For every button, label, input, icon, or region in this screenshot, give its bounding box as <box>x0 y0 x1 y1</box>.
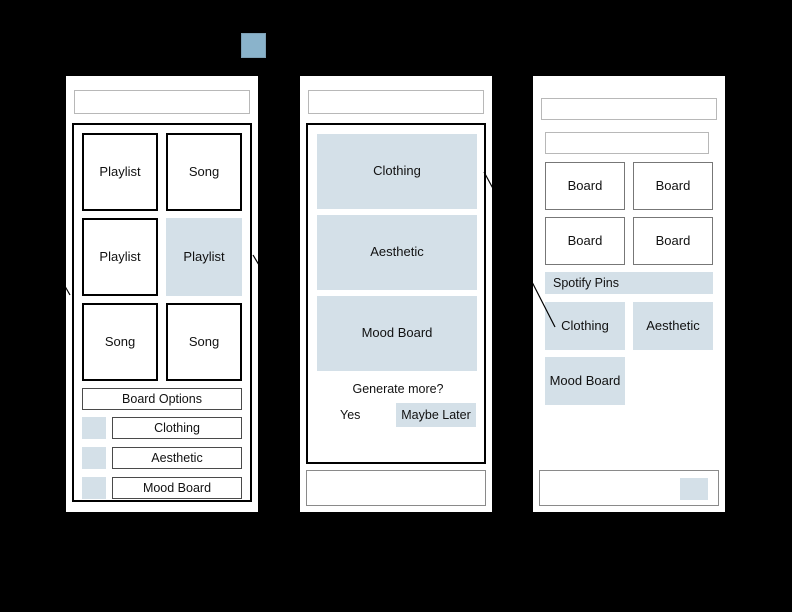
screen-2-frame: Clothing Aesthetic Mood Board Generate m… <box>298 74 494 514</box>
generate-more-text: Generate more? <box>352 382 444 396</box>
board-label: Board <box>655 177 691 193</box>
yes-label: Yes <box>340 408 361 422</box>
pin-label: Aesthetic <box>646 317 700 333</box>
tile-playlist-selected[interactable]: Playlist <box>166 218 242 296</box>
spotify-pins-label: Spotify Pins <box>553 276 620 290</box>
spotify-pins-header: Spotify Pins <box>545 272 713 294</box>
generate-more-prompt: Generate more? <box>308 380 488 398</box>
option-label: Mood Board <box>142 481 212 495</box>
option-swatch-aesthetic[interactable] <box>82 447 106 469</box>
option-row-mood-board[interactable]: Mood Board <box>112 477 242 499</box>
board-label: Board <box>567 232 603 248</box>
tile-playlist-2[interactable]: Playlist <box>82 218 158 296</box>
tile-label: Song <box>104 333 136 349</box>
screen-1-frame: Playlist Song Playlist Playlist Song Son… <box>64 74 260 514</box>
board-label: Board <box>655 232 691 248</box>
bottom-bar-swatch[interactable] <box>680 478 708 500</box>
card-label: Clothing <box>373 163 421 179</box>
option-swatch-clothing[interactable] <box>82 417 106 439</box>
screen-2-bottom-bar[interactable] <box>306 470 486 506</box>
board-tile-1[interactable]: Board <box>545 162 625 210</box>
tile-label: Song <box>188 333 220 349</box>
card-label: Mood Board <box>361 325 433 341</box>
screen-3-filter-bar[interactable] <box>545 132 709 154</box>
option-label: Clothing <box>154 421 200 435</box>
tile-playlist-1[interactable]: Playlist <box>82 133 158 211</box>
card-label: Aesthetic <box>370 244 424 260</box>
tile-song-1[interactable]: Song <box>166 133 242 211</box>
screen-3-search-bar[interactable] <box>541 98 717 120</box>
pin-clothing[interactable]: Clothing <box>545 302 625 350</box>
maybe-later-label: Maybe Later <box>401 408 471 422</box>
pin-mood-board[interactable]: Mood Board <box>545 357 625 405</box>
pin-label: Clothing <box>561 317 609 333</box>
tile-label: Playlist <box>183 248 225 264</box>
screen-3-frame: Board Board Board Board Spotify Pins Clo… <box>531 74 727 514</box>
screen-2-content-area: Clothing Aesthetic Mood Board Generate m… <box>306 123 486 464</box>
tile-song-3[interactable]: Song <box>166 303 242 381</box>
screen-2-search-bar[interactable] <box>308 90 484 114</box>
board-options-button[interactable]: Board Options <box>82 388 242 410</box>
pin-label: Mood Board <box>549 372 621 388</box>
tile-label: Playlist <box>99 248 141 264</box>
option-swatch-mood-board[interactable] <box>82 477 106 499</box>
option-row-aesthetic[interactable]: Aesthetic <box>112 447 242 469</box>
board-options-label: Board Options <box>122 392 202 406</box>
option-row-clothing[interactable]: Clothing <box>112 417 242 439</box>
card-mood-board[interactable]: Mood Board <box>317 296 477 371</box>
screen-3-bottom-bar[interactable] <box>539 470 719 506</box>
option-label: Aesthetic <box>151 451 203 465</box>
maybe-later-button[interactable]: Maybe Later <box>396 403 476 427</box>
selection-swatch[interactable] <box>241 33 266 58</box>
board-tile-4[interactable]: Board <box>633 217 713 265</box>
screen-1-search-bar[interactable] <box>74 90 250 114</box>
yes-button[interactable]: Yes <box>340 405 380 425</box>
pin-aesthetic[interactable]: Aesthetic <box>633 302 713 350</box>
screen-1-content-area: Playlist Song Playlist Playlist Song Son… <box>72 123 252 502</box>
board-label: Board <box>567 177 603 193</box>
tile-label: Song <box>188 163 220 179</box>
board-tile-3[interactable]: Board <box>545 217 625 265</box>
card-aesthetic[interactable]: Aesthetic <box>317 215 477 290</box>
board-tile-2[interactable]: Board <box>633 162 713 210</box>
card-clothing[interactable]: Clothing <box>317 134 477 209</box>
tile-song-2[interactable]: Song <box>82 303 158 381</box>
tile-label: Playlist <box>99 163 141 179</box>
